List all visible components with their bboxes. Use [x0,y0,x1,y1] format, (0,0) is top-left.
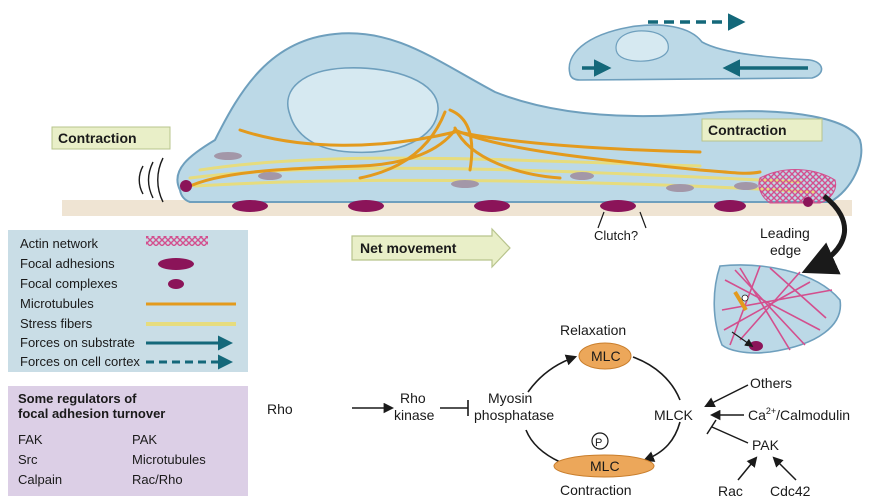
legend-item-forces-substrate: Forces on substrate [20,335,135,350]
relaxation-label: Relaxation [560,322,626,338]
leading-edge-label-1: Leading [760,225,810,241]
mlc-bottom-label: MLC [590,458,620,474]
nucleus [287,67,439,154]
legend-swatches [146,236,236,370]
regulator-item: FAK [18,432,43,447]
contraction-pathway-label: Contraction [560,482,632,498]
focal-adhesions [180,180,813,212]
regulator-item: Microtubules [132,452,206,467]
cycle-arrow-mlck-to-contraction [642,421,681,462]
rho-kinase-label-2: kinase [394,407,435,423]
legend-item-actin-network: Actin network [20,236,99,251]
microtubules [184,108,762,190]
leading-edge-label-2: edge [770,242,801,258]
regulator-item: PAK [132,432,158,447]
net-movement-label: Net movement [360,240,457,256]
regulator-item: Calpain [18,472,63,487]
focal-adhesion [232,200,268,212]
contraction-left-box [51,126,171,150]
kinase-inhibits-phosphatase [440,400,469,416]
legend-item-focal-adhesions: Focal adhesions [20,256,115,271]
regulators-title-line2: focal adhesion turnover [18,406,166,421]
rho-kinase-label-1: Rho [400,390,426,406]
focal-adhesion [348,200,384,212]
regulator-item: Src [18,452,38,467]
regulators-title-line1: Some regulators of [18,391,137,406]
legend-item-forces-cortex: Forces on cell cortex [20,354,140,369]
mlck-label: MLCK [654,407,694,423]
leading-edge-microtubule [733,290,748,312]
zoom-curved-arrow [801,194,848,275]
cdc42-to-pak-arrow [772,456,797,481]
rho-label: Rho [267,401,293,417]
focal-adhesion-icon [158,258,194,270]
net-movement-arrow [351,227,511,269]
focal-adhesion [714,200,746,212]
focal-complex-dot [180,180,192,192]
cycle-arrow-relaxation-to-mlck [632,356,681,401]
focal-adhesion [600,200,636,212]
signaling-pathway: Rho Rho kinase Myosin phosphatase Relaxa… [267,322,850,499]
pak-label: PAK [752,437,780,453]
cdc42-label: Cdc42 [770,483,811,499]
focal-complex [666,184,694,192]
focal-complex [570,172,594,180]
legend-item-focal-complexes: Focal complexes [20,276,118,291]
contraction-right-box [701,118,823,142]
leading-edge-zoom [713,264,842,354]
rac-to-pak-arrow [737,456,758,481]
myosin-phosphatase-label-1: Myosin [488,390,532,406]
legend-items: Actin network Focal adhesions Focal comp… [8,230,248,372]
contraction-right-label: Contraction [708,122,787,138]
leading-edge-arrow [731,331,754,347]
calmodulin-label: Ca2+/Calmodulin [748,406,850,423]
legend-item-stress-fibers: Stress fibers [20,316,93,331]
focal-complex-dot [803,197,813,207]
regulators-title: Some regulators of focal adhesion turnov… [18,391,243,421]
cycle-arrow-phosphatase-to-relaxation [527,354,578,393]
rac-label: Rac [718,483,743,499]
clutch-label: Clutch? [594,228,638,243]
actin-network [758,169,837,204]
focal-complex [214,152,242,160]
mlc-top-label: MLC [591,348,621,364]
clutch-bracket [597,211,647,229]
phosphate-icon [591,432,609,450]
others-label: Others [750,375,792,391]
others-to-mlck-arrow [704,384,749,407]
focal-complex [734,182,758,190]
mlc-top [578,342,632,370]
focal-complex [451,180,479,188]
focal-complex-icon [168,279,184,289]
focal-adhesion [474,200,510,212]
contraction-left-label: Contraction [58,130,137,146]
leading-edge-outline [713,264,842,354]
mlc-bottom [553,454,655,478]
legend-item-microtubules: Microtubules [20,296,94,311]
pak-inhibits-mlck [706,419,749,444]
legend-panel [8,230,248,372]
regulators-panel: Some regulators of focal adhesion turnov… [8,386,248,496]
tail-motion-lines [138,157,164,203]
phosphate-label: P [595,437,602,449]
focal-complex [258,172,282,180]
regulator-item: Rac/Rho [132,472,183,487]
cycle-arrow-contraction-to-phosphatase [525,429,561,463]
leading-edge-complex [741,294,749,302]
inset-cell-body [568,24,823,81]
inset-nucleus [615,30,669,62]
actin-network-icon [146,236,208,246]
myosin-phosphatase-label-2: phosphatase [474,407,554,423]
focal-complexes [214,152,758,192]
inset-cell [568,13,823,81]
